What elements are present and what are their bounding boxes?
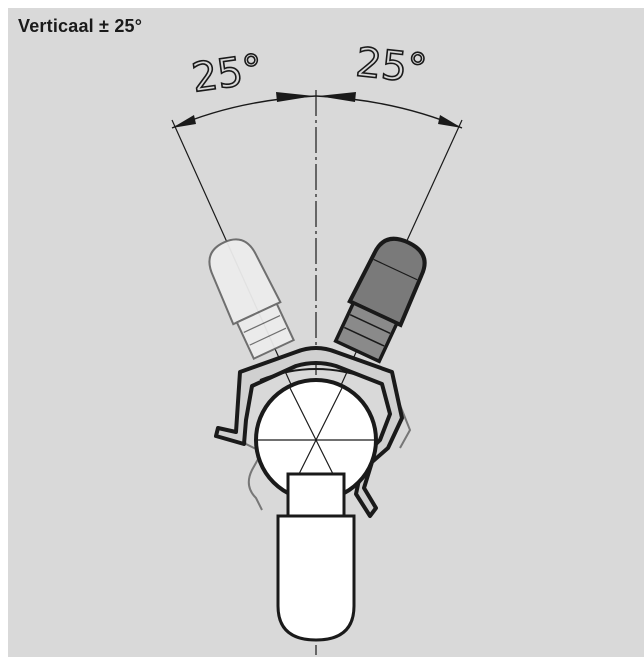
lamp-stem (286, 472, 346, 518)
bracket-inner-line (259, 368, 373, 381)
arrow-right-inner (318, 92, 356, 102)
arrow-left-inner (276, 92, 314, 102)
lamp-active-right (333, 236, 427, 364)
arrow-right-outer (438, 115, 462, 128)
angle-label-right: 25° (354, 40, 429, 93)
angle-label-left: 25° (189, 46, 266, 101)
diagram-heading: Verticaal ± 25° (18, 16, 143, 36)
arrow-left-outer (172, 115, 196, 128)
lamp-housing (276, 514, 356, 642)
lamp-ghost-left (208, 238, 296, 360)
